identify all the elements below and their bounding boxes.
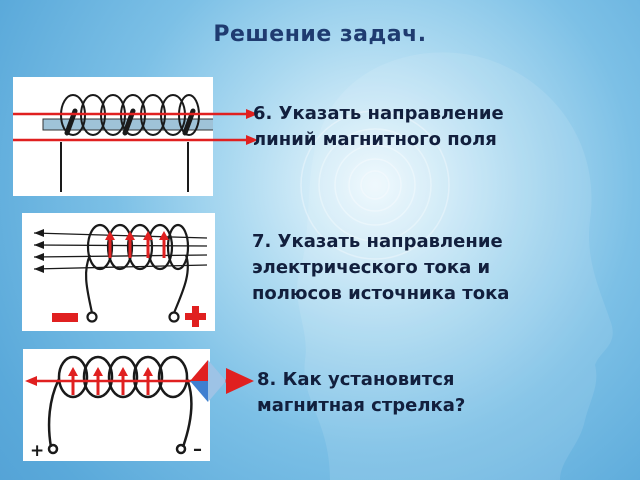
plus-terminal-label: + [30,441,45,461]
task-6-line-1: 6. Указать направление [253,103,504,124]
diagram-6-coil-with-core [13,77,213,196]
diagram-7-coil-field-lines [22,213,215,331]
minus-terminal-label: – [193,439,202,460]
task-8-text: 8. Как установится магнитная стрелка? [257,367,465,419]
slide-title: Решение задач. [213,22,427,47]
task-6-text: 6. Указать направление линий магнитного … [253,101,504,153]
minus-pole-sign [52,313,78,322]
plus-pole-sign [185,306,206,327]
task-7-text: 7. Указать направление электрического то… [252,229,509,307]
task-6-line-2: линий магнитного поля [253,129,497,150]
task-8-line-1: 8. Как установится [257,369,455,390]
task-7-line-3: полюсов источника тока [252,283,510,304]
diagram-8-coil-with-terminals [23,349,210,461]
task-7-line-2: электрического тока и [252,257,491,278]
task-7-line-1: 7. Указать направление [252,231,503,252]
task-8-line-2: магнитная стрелка? [257,395,466,416]
